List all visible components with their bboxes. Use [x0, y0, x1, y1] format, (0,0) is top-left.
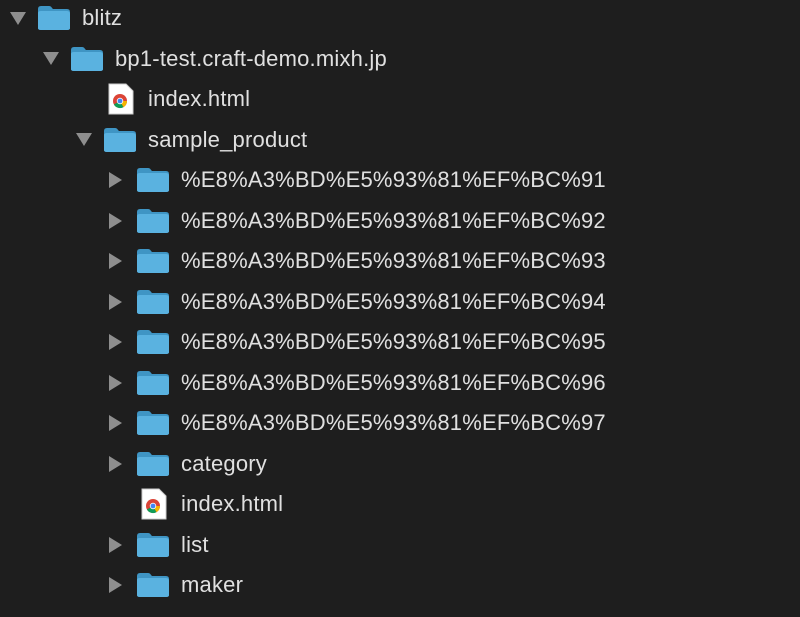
disclosure-collapsed-icon[interactable]: [109, 334, 122, 351]
chrome-html-file-icon: [108, 83, 134, 120]
tree-row-folder[interactable]: category: [0, 444, 800, 485]
tree-item-label: %E8%A3%BD%E5%93%81%EF%BC%94: [181, 288, 606, 314]
disclosure-collapsed-icon[interactable]: [109, 253, 122, 270]
tree-row-folder[interactable]: %E8%A3%BD%E5%93%81%EF%BC%91: [0, 160, 800, 201]
tree-row-folder[interactable]: %E8%A3%BD%E5%93%81%EF%BC%95: [0, 322, 800, 363]
folder-icon: [136, 451, 170, 482]
tree-item-label: maker: [181, 572, 244, 598]
tree-row-folder[interactable]: %E8%A3%BD%E5%93%81%EF%BC%92: [0, 201, 800, 242]
tree-row-folder[interactable]: blitz: [0, 0, 800, 39]
tree-row-file[interactable]: index.html: [0, 484, 800, 525]
tree-item-label: list: [181, 531, 209, 557]
tree-item-label: sample_product: [148, 126, 308, 152]
folder-icon: [136, 248, 170, 279]
disclosure-collapsed-icon[interactable]: [109, 212, 122, 229]
folder-icon: [70, 46, 104, 77]
tree-item-label: %E8%A3%BD%E5%93%81%EF%BC%95: [181, 329, 606, 355]
tree-item-label: %E8%A3%BD%E5%93%81%EF%BC%93: [181, 248, 606, 274]
folder-icon: [136, 167, 170, 198]
tree-item-label: %E8%A3%BD%E5%93%81%EF%BC%91: [181, 167, 606, 193]
tree-item-label: category: [181, 450, 267, 476]
folder-icon: [136, 289, 170, 320]
folder-icon: [136, 329, 170, 360]
disclosure-collapsed-icon[interactable]: [109, 455, 122, 472]
disclosure-collapsed-icon[interactable]: [109, 172, 122, 189]
tree-item-label: %E8%A3%BD%E5%93%81%EF%BC%96: [181, 369, 606, 395]
folder-icon: [136, 532, 170, 563]
tree-row-file[interactable]: index.html: [0, 79, 800, 120]
disclosure-expanded-icon[interactable]: [10, 11, 26, 25]
disclosure-expanded-icon[interactable]: [43, 52, 59, 66]
folder-icon: [136, 370, 170, 401]
tree-row-folder[interactable]: sample_product: [0, 120, 800, 161]
tree-item-label: blitz: [82, 5, 123, 31]
tree-item-label: %E8%A3%BD%E5%93%81%EF%BC%97: [181, 410, 606, 436]
tree-item-label: index.html: [181, 491, 284, 517]
folder-icon: [103, 127, 137, 158]
disclosure-expanded-icon[interactable]: [76, 133, 92, 147]
disclosure-collapsed-icon[interactable]: [109, 415, 122, 432]
disclosure-collapsed-icon[interactable]: [109, 577, 122, 594]
folder-icon: [136, 208, 170, 239]
tree-row-folder[interactable]: list: [0, 525, 800, 566]
tree-item-label: bp1-test.craft-demo.mixh.jp: [115, 45, 387, 71]
folder-icon: [37, 5, 71, 36]
tree-row-folder[interactable]: bp1-test.craft-demo.mixh.jp: [0, 39, 800, 80]
tree-row-folder[interactable]: %E8%A3%BD%E5%93%81%EF%BC%93: [0, 241, 800, 282]
tree-item-label: index.html: [148, 86, 251, 112]
tree-item-label: %E8%A3%BD%E5%93%81%EF%BC%92: [181, 207, 606, 233]
tree-row-folder[interactable]: %E8%A3%BD%E5%93%81%EF%BC%94: [0, 282, 800, 323]
tree-row-folder[interactable]: %E8%A3%BD%E5%93%81%EF%BC%96: [0, 363, 800, 404]
tree-row-folder[interactable]: maker: [0, 565, 800, 606]
folder-icon: [136, 410, 170, 441]
tree-row-folder[interactable]: %E8%A3%BD%E5%93%81%EF%BC%97: [0, 403, 800, 444]
chrome-html-file-icon: [141, 488, 167, 525]
disclosure-collapsed-icon[interactable]: [109, 536, 122, 553]
disclosure-collapsed-icon[interactable]: [109, 374, 122, 391]
folder-icon: [136, 572, 170, 603]
disclosure-collapsed-icon[interactable]: [109, 293, 122, 310]
